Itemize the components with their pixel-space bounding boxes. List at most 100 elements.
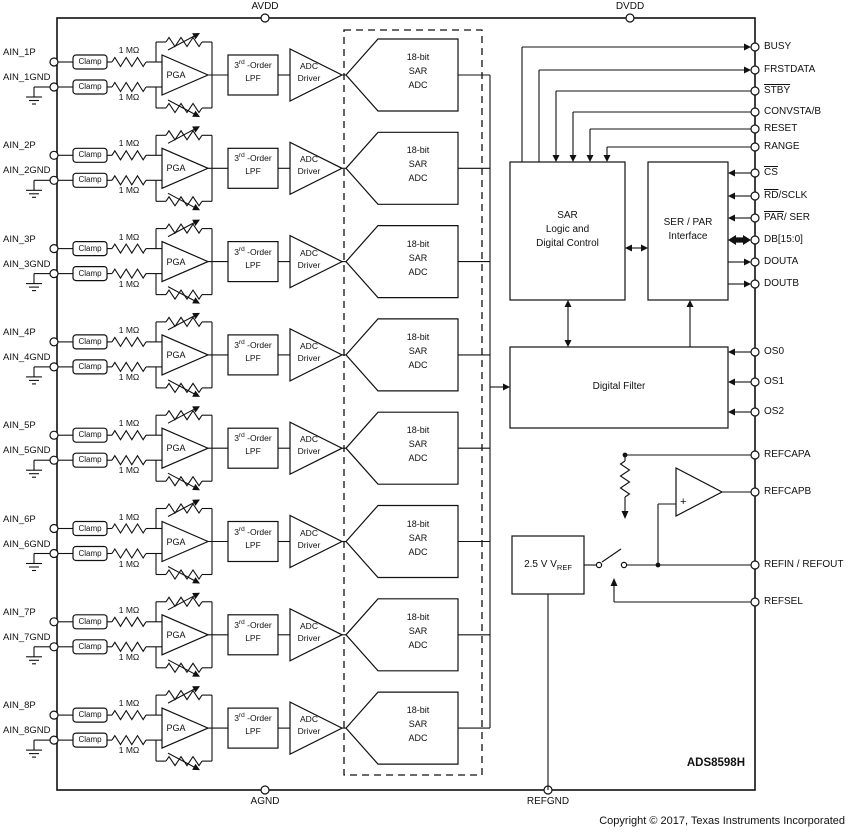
clamp-block: Clamp xyxy=(78,455,102,465)
amp-plus-sign: + xyxy=(680,496,687,508)
right-pin-label-reset: RESET xyxy=(764,123,798,134)
block-interconnects xyxy=(489,75,694,728)
clamp-block: Clamp xyxy=(78,57,102,66)
right-pin-label-os2: OS2 xyxy=(764,406,785,417)
refsel-switch-contact xyxy=(595,561,603,569)
lpf-label-line1: 3rd -Order xyxy=(234,525,272,537)
ain-p-pin-label-ch2: AIN_2P xyxy=(3,140,36,152)
top-pin-label-dvdd: DVDD xyxy=(615,1,645,12)
lpf-label-line2: LPF xyxy=(245,73,261,83)
sar-adc-label-line1: 18-bit xyxy=(406,238,430,249)
right-pin-label-busy: BUSY xyxy=(764,41,792,52)
ain-gnd-pin-label-ch2: AIN_2GND xyxy=(3,165,51,177)
resistor-value: 1 MΩ xyxy=(118,138,140,149)
sar-adc-label-line2: SAR xyxy=(408,532,428,543)
sar-adc-label-line3: ADC xyxy=(408,80,428,90)
right-pin-label-refcapb: REFCAPB xyxy=(764,486,812,497)
resistor-value: 1 MΩ xyxy=(118,278,140,289)
ain-gnd-pin-label-ch8: AIN_8GND xyxy=(3,725,51,737)
sar-adc-label-line2: SAR xyxy=(408,439,428,450)
clamp-block: Clamp xyxy=(78,336,102,346)
ain-gnd-pin-label-ch1: AIN_1GND xyxy=(3,72,51,83)
sar-adc-label-line3: ADC xyxy=(408,173,428,184)
pga-label: PGA xyxy=(166,349,186,360)
clamp-block: Clamp xyxy=(78,641,102,651)
adc-group-dashed-outline xyxy=(343,29,483,776)
sar-adc-label-line3: ADC xyxy=(408,453,428,464)
reference-buffer-amp xyxy=(675,467,724,517)
sar-adc-label-line1: 18-bit xyxy=(406,331,430,342)
pga-label: PGA xyxy=(166,70,186,80)
pga-label: PGA xyxy=(166,163,186,174)
sar-adc-label-line1: 18-bit xyxy=(406,425,430,436)
channel-7 xyxy=(26,592,490,677)
right-pin-label-convsta-b: CONVSTA/B xyxy=(764,106,822,117)
digital-blocks xyxy=(509,161,729,595)
clamp-block: Clamp xyxy=(78,548,102,558)
right-pin-label-par-ser: PAR/ SER xyxy=(764,212,810,223)
adc-driver-label-line1: ADC xyxy=(300,61,318,71)
lpf-label-line1: 3rd -Order xyxy=(234,618,272,630)
clamp-block: Clamp xyxy=(78,361,102,371)
resistor-value: 1 MΩ xyxy=(118,465,140,476)
adc-driver-label-line1: ADC xyxy=(300,154,318,165)
pga-label: PGA xyxy=(166,536,186,547)
pga-label: PGA xyxy=(166,443,186,454)
channel-2 xyxy=(26,126,490,211)
vref-box xyxy=(511,535,585,595)
right-pin-label-range: RANGE xyxy=(764,141,800,152)
lpf-label-line2: LPF xyxy=(245,632,261,643)
adc-driver-label-line2: Driver xyxy=(297,352,321,363)
reference-circuit xyxy=(547,452,751,790)
ain-gnd-pin-label-ch6: AIN_6GND xyxy=(3,538,51,550)
adc-driver-label-line2: Driver xyxy=(297,446,321,457)
lpf-label-line1: 3rd -Order xyxy=(234,59,272,70)
resistor-value: 1 MΩ xyxy=(118,418,140,429)
lpf-label-line2: LPF xyxy=(245,539,261,550)
adc-driver-label-line2: Driver xyxy=(297,166,321,177)
clamp-block: Clamp xyxy=(78,268,102,278)
resistor-value: 1 MΩ xyxy=(118,604,140,615)
resistor-value: 1 MΩ xyxy=(118,558,140,569)
sar-adc-label-line2: SAR xyxy=(408,345,428,356)
lpf-label-line2: LPF xyxy=(245,259,261,270)
sar-adc-label-line1: 18-bit xyxy=(406,145,430,156)
clamp-block: Clamp xyxy=(78,735,102,745)
ain-p-pin-label-ch1: AIN_1P xyxy=(3,47,36,58)
ser-par-label-line1: SER / PAR xyxy=(663,217,713,228)
clamp-block: Clamp xyxy=(78,616,102,626)
adc-driver-label-line2: Driver xyxy=(297,632,321,643)
channel-1 xyxy=(26,33,490,117)
adc-driver-label-line1: ADC xyxy=(300,247,318,258)
sar-logic-label-line2: Logic and xyxy=(545,224,590,235)
right-pin-label-rd-sclk: RD/SCLK xyxy=(764,190,808,201)
sar-adc-label-line3: ADC xyxy=(408,546,428,557)
ain-gnd-pin-label-ch7: AIN_7GND xyxy=(3,631,51,643)
clamp-block: Clamp xyxy=(78,523,102,533)
sar-adc-label-line1: 18-bit xyxy=(406,518,430,529)
ain-p-pin-label-ch5: AIN_5P xyxy=(3,420,36,432)
avdd-pin xyxy=(260,13,270,23)
ain-p-pin-label-ch7: AIN_7P xyxy=(3,606,36,618)
right-pins xyxy=(521,42,760,607)
right-pin-label-cs: CS xyxy=(764,167,778,178)
sar-adc-label-line3: ADC xyxy=(408,266,428,277)
resistor-value: 1 MΩ xyxy=(118,651,140,662)
right-pin-label-refsel: REFSEL xyxy=(764,596,803,607)
lpf-label-line2: LPF xyxy=(245,352,261,363)
resistor-value: 1 MΩ xyxy=(118,185,140,196)
adc-driver-label-line2: Driver xyxy=(297,539,321,550)
resistor-value: 1 MΩ xyxy=(118,92,140,102)
channel-4 xyxy=(26,312,490,397)
ain-p-pin-label-ch6: AIN_6P xyxy=(3,513,36,525)
clamp-block: Clamp xyxy=(78,430,102,440)
digital-filter-label: Digital Filter xyxy=(592,381,646,392)
pga-label: PGA xyxy=(166,256,186,267)
resistor-value: 1 MΩ xyxy=(118,745,140,756)
lpf-label-line2: LPF xyxy=(245,726,261,737)
right-pin-label-db-15-0-: DB[15:0] xyxy=(764,234,803,245)
sar-adc-label-line1: 18-bit xyxy=(406,705,430,716)
sar-logic-label-line3: Digital Control xyxy=(536,238,599,249)
